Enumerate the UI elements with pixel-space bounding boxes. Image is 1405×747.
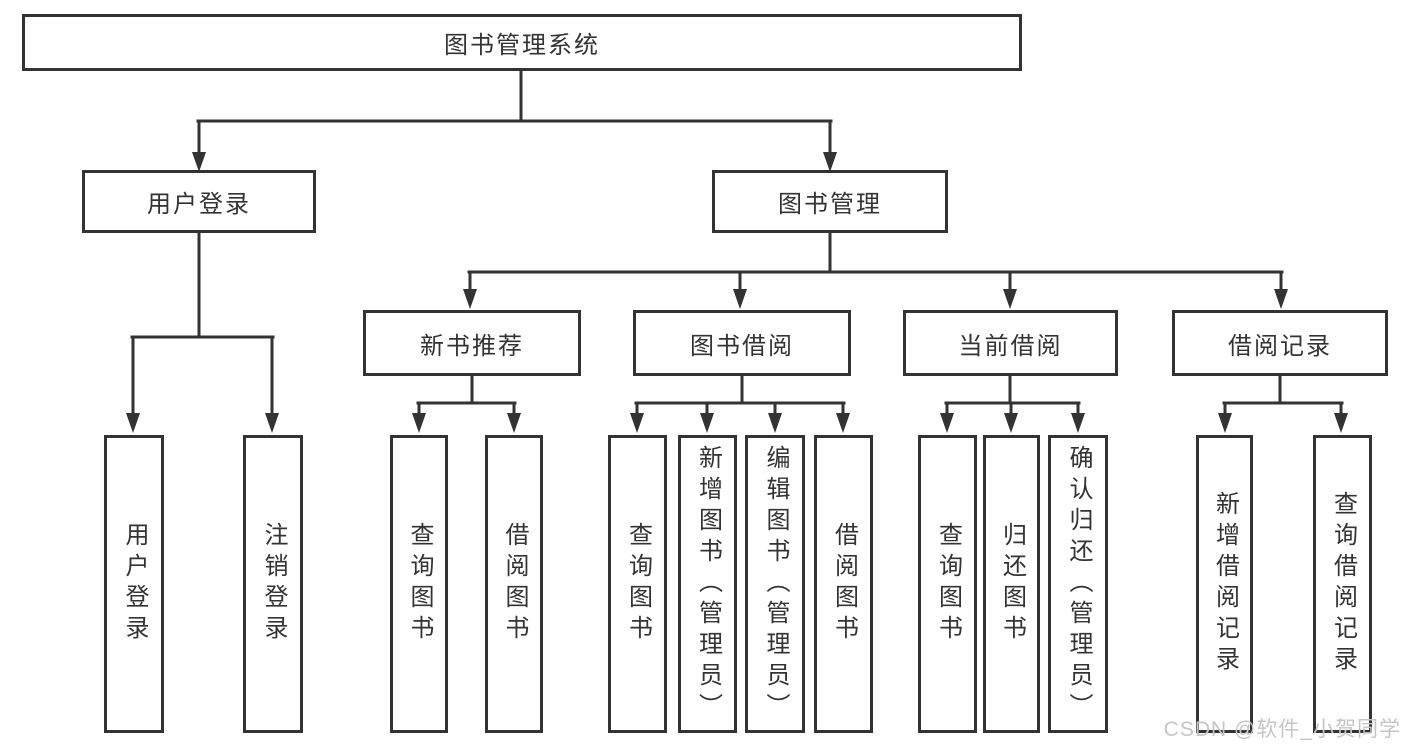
leaf-confirm-return-admin: 确认归还（管理员）	[1048, 435, 1108, 733]
leaf-label: 归还图书	[998, 522, 1026, 646]
leaf-label: 查询图书	[624, 522, 652, 646]
leaf-add-book-admin: 新增图书（管理员）	[678, 435, 737, 733]
leaf-label: 用户登录	[121, 522, 148, 646]
leaf-query-books: 查询图书	[608, 435, 667, 733]
node-current-borrowing: 当前借阅	[903, 310, 1118, 376]
node-book-borrowing: 图书借阅	[633, 310, 851, 376]
node-user-login: 用户登录	[82, 170, 316, 233]
leaf-label: 借阅图书	[501, 522, 528, 646]
leaf-return-books: 归还图书	[983, 435, 1040, 733]
node-library-management-system: 图书管理系统	[22, 14, 1022, 71]
leaf-label: 查询图书	[934, 522, 962, 646]
leaf-borrow-books: 借阅图书	[814, 435, 873, 733]
node-label: 图书管理系统	[444, 32, 600, 59]
leaf-query-books: 查询图书	[918, 435, 977, 733]
leaf-query-borrow-record: 查询借阅记录	[1313, 435, 1372, 733]
leaf-label: 注销登录	[260, 522, 287, 646]
node-label: 新书推荐	[420, 332, 524, 360]
leaf-label: 确认归还（管理员）	[1065, 444, 1092, 724]
leaf-label: 编辑图书（管理员）	[762, 444, 789, 724]
leaf-logout: 注销登录	[243, 435, 303, 733]
leaf-label: 新增图书（管理员）	[694, 444, 722, 724]
leaf-label: 借阅图书	[830, 522, 858, 646]
node-label: 借阅记录	[1228, 332, 1332, 360]
leaf-label: 查询图书	[406, 522, 433, 646]
leaf-user-login: 用户登录	[104, 435, 164, 733]
watermark: CSDN @软件_小贺同学	[1163, 718, 1401, 741]
node-label: 用户登录	[147, 191, 251, 218]
node-label: 图书管理	[778, 191, 882, 218]
node-label: 当前借阅	[958, 332, 1063, 360]
node-borrowing-records: 借阅记录	[1172, 310, 1388, 376]
node-book-management: 图书管理	[712, 170, 948, 233]
leaf-add-borrow-record: 新增借阅记录	[1196, 435, 1253, 733]
leaf-query-books: 查询图书	[390, 435, 448, 733]
node-label: 图书借阅	[690, 332, 794, 360]
leaf-label: 新增借阅记录	[1211, 491, 1239, 677]
leaf-edit-book-admin: 编辑图书（管理员）	[745, 435, 805, 733]
node-new-book-recommend: 新书推荐	[363, 310, 581, 376]
leaf-label: 查询借阅记录	[1329, 491, 1357, 677]
leaf-borrow-books: 借阅图书	[485, 435, 543, 733]
